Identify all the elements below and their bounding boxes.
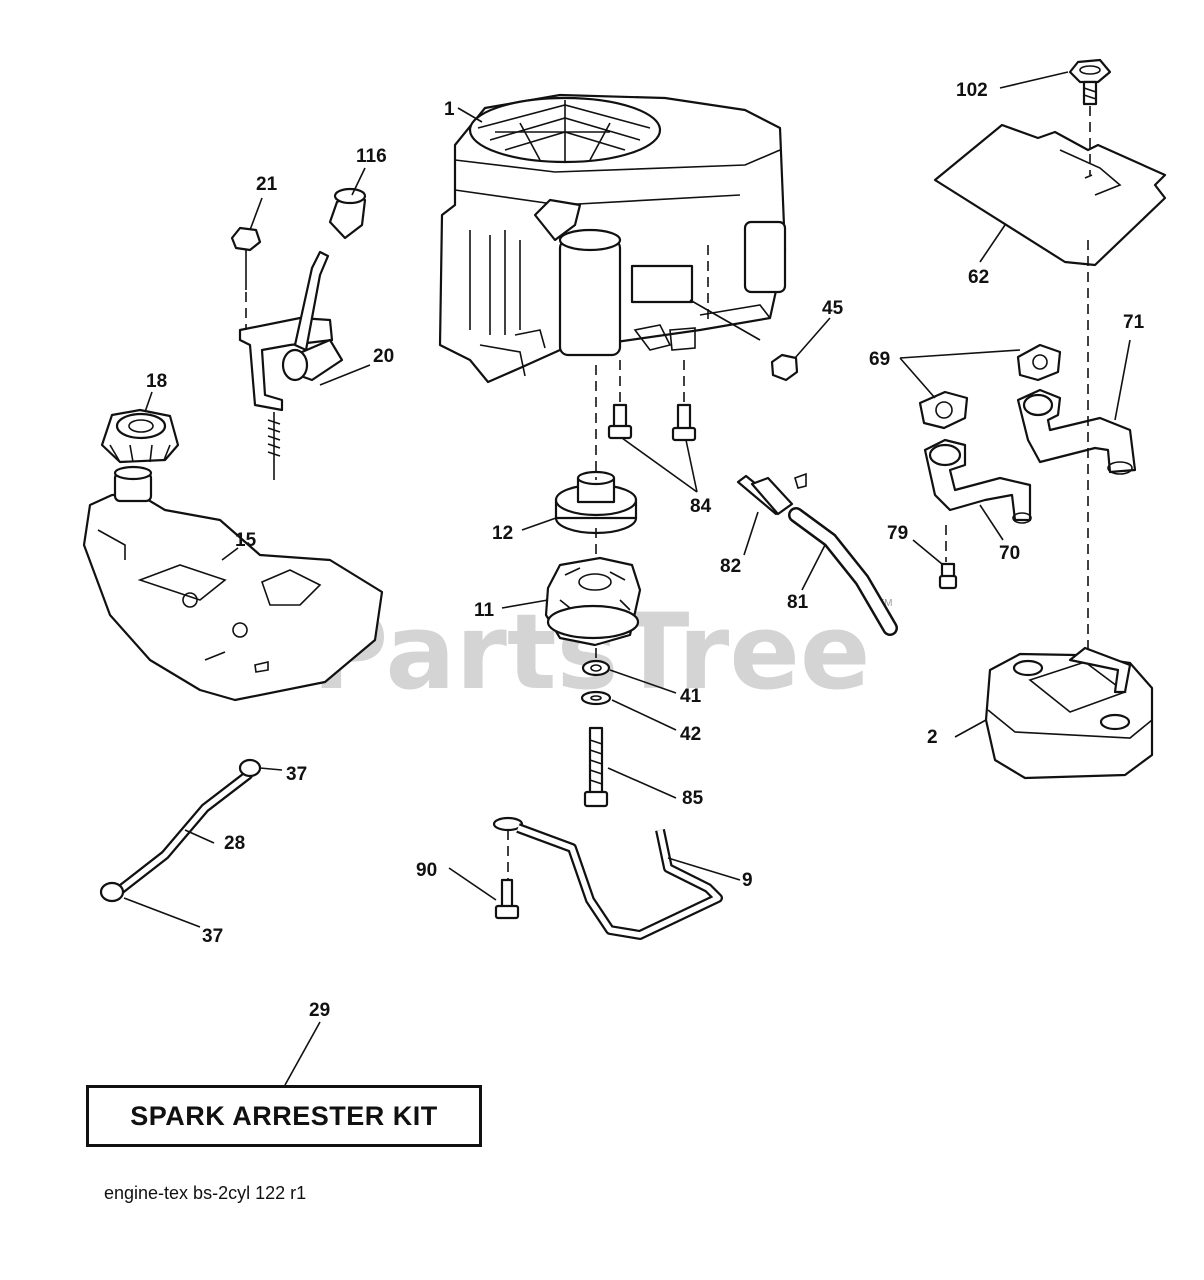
callout-42: 42 xyxy=(680,724,701,745)
screw-90 xyxy=(494,878,520,920)
washer-42 xyxy=(580,690,612,706)
spark-arrester-kit-label: SPARK ARRESTER KIT xyxy=(130,1100,438,1131)
assembly-lines xyxy=(245,106,1091,880)
exhaust-pipe-70 xyxy=(923,438,1032,524)
nut-45 xyxy=(770,353,799,382)
shield-knob xyxy=(1068,58,1112,106)
muffler xyxy=(984,646,1154,780)
spark-arrester-kit-box: SPARK ARRESTER KIT xyxy=(86,1085,482,1147)
callout-70: 70 xyxy=(999,543,1020,564)
hose-clamp-bottom xyxy=(99,881,125,903)
callout-84: 84 xyxy=(690,496,712,517)
callout-62: 62 xyxy=(968,267,989,288)
bolt-79 xyxy=(938,562,958,590)
hose-clamp-top xyxy=(238,758,262,778)
diagram-reference: engine-tex bs-2cyl 122 r1 xyxy=(104,1183,307,1203)
callout-2: 2 xyxy=(927,727,938,748)
callout-102: 102 xyxy=(956,80,988,101)
gasket-upper xyxy=(1016,343,1062,382)
callout-90: 90 xyxy=(416,860,437,881)
throttle-control xyxy=(238,250,344,480)
callout-82: 82 xyxy=(720,556,741,577)
watermark-trademark: TM xyxy=(878,598,892,609)
callout-12: 12 xyxy=(492,523,513,544)
callout-81: 81 xyxy=(787,592,809,613)
callout-21: 21 xyxy=(256,174,278,195)
callout-labels: 1 2 9 11 12 15 18 20 21 28 29 37 37 41 4… xyxy=(146,80,1145,1021)
callout-71: 71 xyxy=(1123,312,1145,333)
callout-9: 9 xyxy=(742,870,753,891)
callout-116: 116 xyxy=(356,146,387,167)
callout-85: 85 xyxy=(682,788,704,809)
callout-18: 18 xyxy=(146,371,167,392)
callout-15: 15 xyxy=(235,530,257,551)
gasket-lower xyxy=(918,390,969,430)
engine xyxy=(438,93,787,384)
washer-41 xyxy=(581,659,611,677)
callout-69: 69 xyxy=(869,349,890,370)
screw-21 xyxy=(230,226,262,290)
exhaust-pipe-71 xyxy=(1016,388,1137,475)
fuel-filter xyxy=(736,472,807,516)
fuel-hose-28 xyxy=(115,770,253,895)
callout-45: 45 xyxy=(822,298,844,319)
leader-lines xyxy=(123,71,1131,1086)
dipstick-tube xyxy=(492,816,723,940)
callout-11: 11 xyxy=(474,600,495,621)
throttle-knob xyxy=(328,187,367,240)
callout-79: 79 xyxy=(887,523,908,544)
callout-37-top: 37 xyxy=(286,764,307,785)
callout-41: 41 xyxy=(680,686,702,707)
callout-20: 20 xyxy=(373,346,394,367)
heat-shield xyxy=(933,123,1167,267)
callout-28: 28 xyxy=(224,833,245,854)
callout-29: 29 xyxy=(309,1000,330,1021)
callout-37-bottom: 37 xyxy=(202,926,223,947)
fuel-cap xyxy=(100,408,180,464)
electric-clutch xyxy=(544,556,642,647)
callout-1: 1 xyxy=(444,99,455,120)
fuel-tank xyxy=(82,465,384,702)
fuel-line-81 xyxy=(788,507,898,636)
pulley xyxy=(554,470,638,535)
bolts-84 xyxy=(607,403,697,442)
bolt-85 xyxy=(583,726,609,808)
